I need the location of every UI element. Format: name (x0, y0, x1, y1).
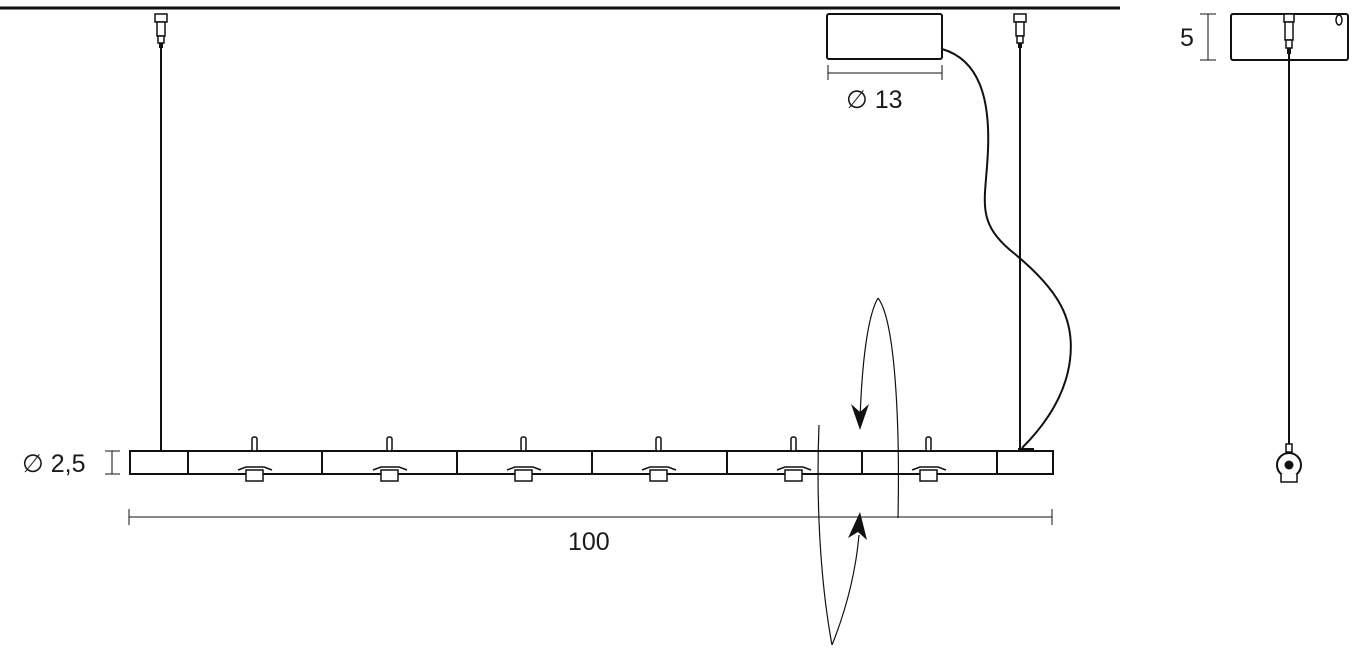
canopy-height-dimension: 5 (1180, 13, 1216, 61)
light-bar (129, 448, 1054, 475)
canopy-diameter-label: ∅ 13 (846, 86, 903, 114)
bar-diameter-label: ∅ 2,5 (22, 450, 85, 478)
bar-length-dimension: 100 (128, 509, 1053, 556)
left-suspension (154, 13, 168, 451)
rotation-indicator (817, 297, 900, 646)
light-module (776, 436, 812, 482)
light-module (237, 436, 273, 482)
rotation-arrow-down (848, 512, 867, 540)
light-modules (237, 436, 947, 482)
bar-length-label: 100 (568, 528, 610, 556)
canopy-height-label: 5 (1180, 24, 1194, 52)
light-module (911, 436, 947, 482)
right-suspension (1013, 13, 1027, 451)
canopy-diameter-dimension: ∅ 13 (827, 65, 943, 114)
light-module (506, 436, 542, 482)
canopy (826, 13, 943, 60)
light-module (372, 436, 408, 482)
light-module (641, 436, 677, 482)
rotation-arrow-up (851, 404, 869, 430)
power-cable (941, 48, 1072, 449)
side-view (1230, 13, 1349, 483)
bar-diameter-dimension: ∅ 2,5 (22, 450, 120, 478)
